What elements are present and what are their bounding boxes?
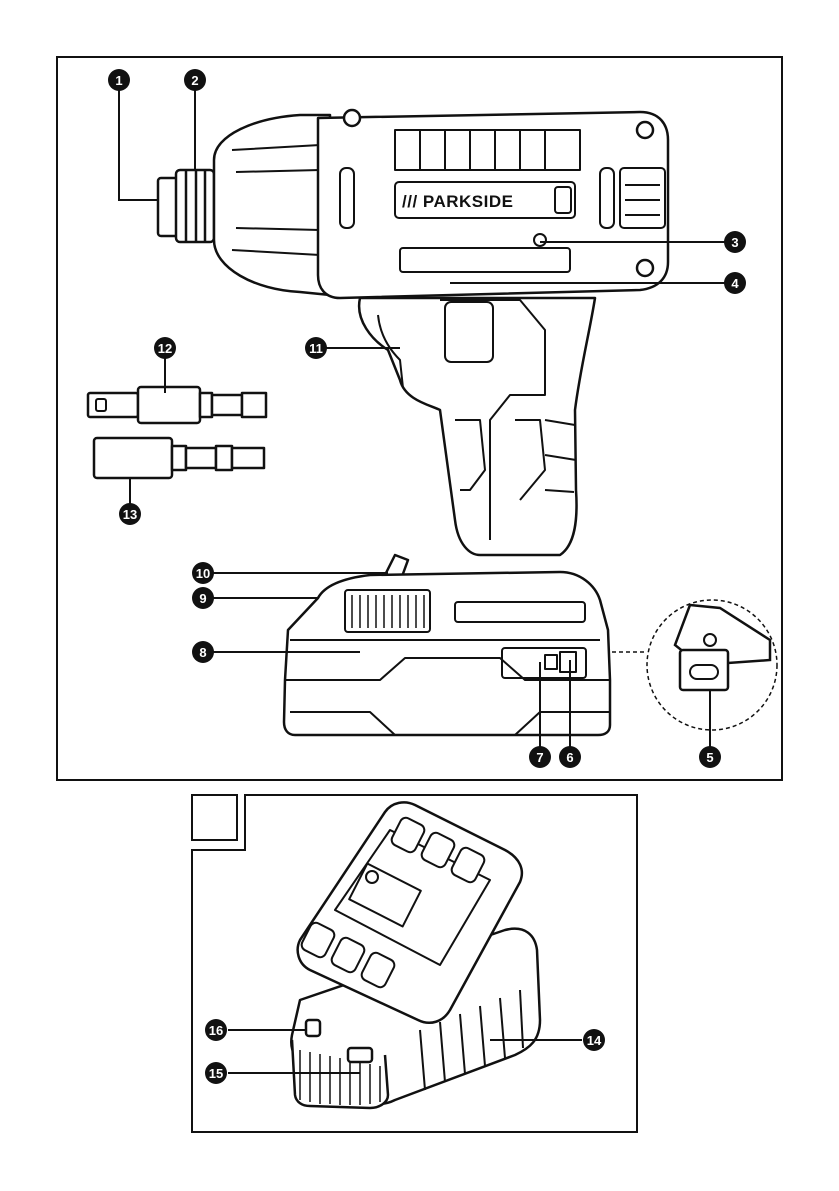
- bit-adapter-accessory: [88, 387, 266, 423]
- svg-text:3: 3: [731, 235, 738, 250]
- svg-text:5: 5: [706, 750, 713, 765]
- svg-text:16: 16: [209, 1023, 223, 1038]
- bit-holder: [158, 170, 214, 242]
- handle: [359, 298, 595, 555]
- callout-3: 3: [724, 231, 746, 253]
- callout-6: 6: [559, 746, 581, 768]
- callout-4: 4: [724, 272, 746, 294]
- callout-15: 15: [205, 1062, 227, 1084]
- callout-16: 16: [205, 1019, 227, 1041]
- brand-label: /// PARKSIDE: [402, 192, 513, 211]
- callout-9: 9: [192, 587, 214, 609]
- svg-text:9: 9: [199, 591, 206, 606]
- svg-text:7: 7: [536, 750, 543, 765]
- svg-text:10: 10: [196, 566, 210, 581]
- svg-text:15: 15: [209, 1066, 223, 1081]
- svg-text:2: 2: [191, 73, 198, 88]
- figure-b-label-box: [192, 795, 237, 840]
- callout-14: 14: [583, 1029, 605, 1051]
- callout-8: 8: [192, 641, 214, 663]
- callout-2: 2: [184, 69, 206, 91]
- socket-adapter-accessory: [94, 438, 264, 478]
- front-housing: [214, 115, 330, 295]
- svg-text:6: 6: [566, 750, 573, 765]
- svg-text:13: 13: [123, 507, 137, 522]
- svg-text:4: 4: [731, 276, 739, 291]
- callout-5: 5: [699, 746, 721, 768]
- callout-1: 1: [108, 69, 130, 91]
- callout-13: 13: [119, 503, 141, 525]
- belt-clip-detail: [612, 600, 777, 730]
- callout-11: 11: [305, 337, 327, 359]
- callout-10: 10: [192, 562, 214, 584]
- svg-text:12: 12: [158, 341, 172, 356]
- svg-text:11: 11: [309, 341, 323, 356]
- svg-text:14: 14: [587, 1033, 602, 1048]
- callout-7: 7: [529, 746, 551, 768]
- svg-text:8: 8: [199, 645, 206, 660]
- svg-text:1: 1: [115, 73, 122, 88]
- callout-12: 12: [154, 337, 176, 359]
- battery-pack: [284, 572, 610, 735]
